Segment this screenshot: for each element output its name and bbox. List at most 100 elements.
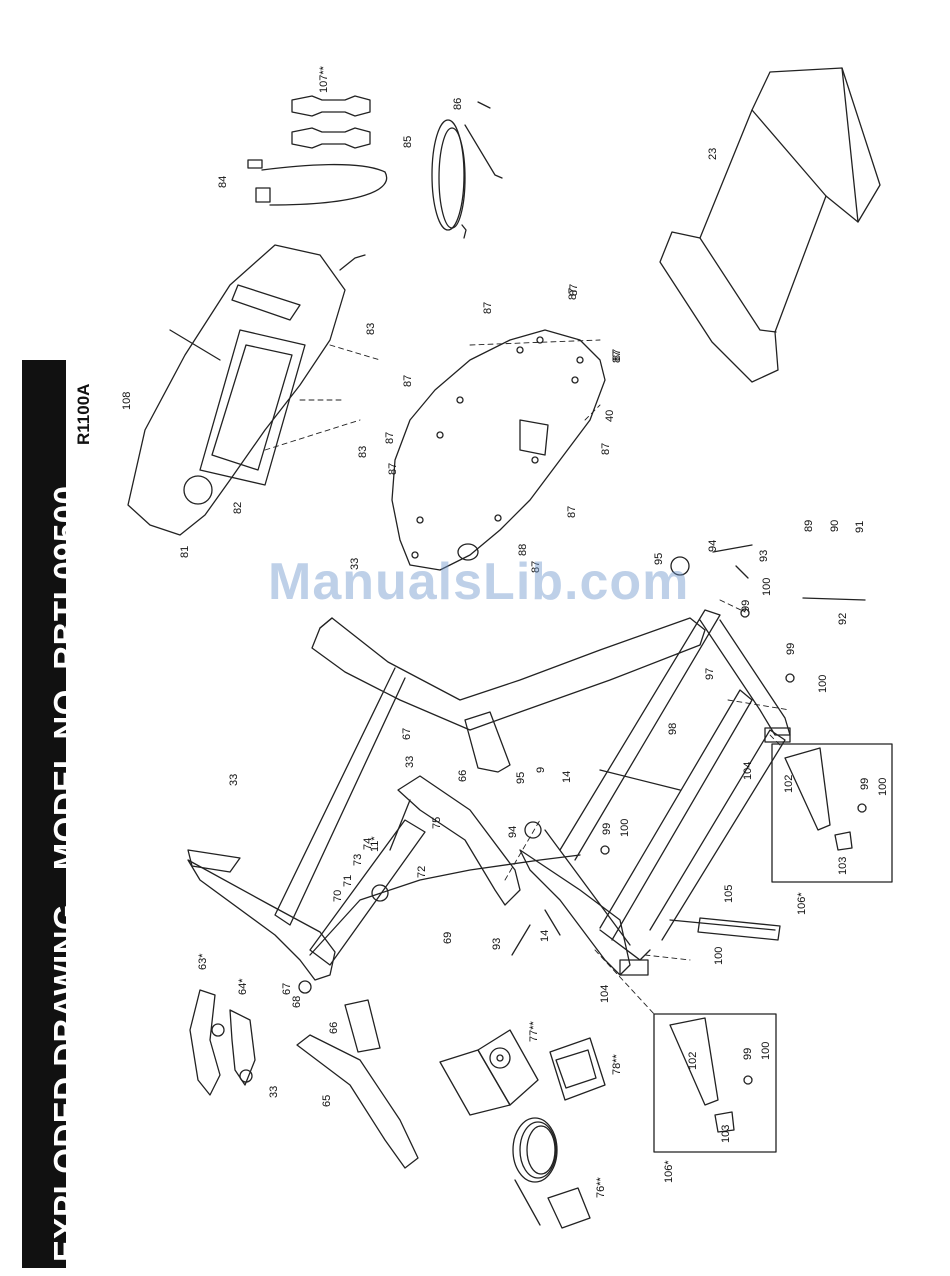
wire-harness-drawing [431, 101, 503, 239]
console-hood-drawing [659, 67, 881, 383]
part-label: 77** [528, 1020, 540, 1042]
pulse-grip-drawing [189, 989, 256, 1096]
part-label: 100 [817, 675, 829, 693]
part-label: 82 [232, 502, 244, 514]
part-label: 88 [517, 544, 529, 556]
leader-lines [264, 339, 791, 1016]
part-label: 99 [742, 1048, 754, 1060]
part-label: 93 [491, 938, 503, 950]
watermark: ManualsLib.com [268, 553, 690, 611]
part-label: 105 [723, 885, 735, 903]
part-label: 11* [369, 836, 381, 852]
part-label: 103 [720, 1125, 732, 1143]
part-label: 107** [318, 65, 330, 93]
part-label: 76** [595, 1176, 607, 1198]
part-label: 33 [268, 1086, 280, 1098]
part-label: 85 [402, 136, 414, 148]
part-label: 99 [859, 778, 871, 790]
part-label: 87 [530, 561, 542, 573]
crossbar-drawing [298, 799, 426, 994]
part-label: 66 [457, 770, 469, 782]
part-label: 67 [281, 983, 293, 995]
part-label: 75 [431, 817, 443, 829]
part-label: 87 [600, 443, 612, 455]
part-label: 93 [758, 550, 770, 562]
part-label: 63* [197, 953, 209, 970]
part-label: 87 [611, 351, 623, 363]
part-label: 99 [740, 600, 752, 612]
part-label: 92 [837, 613, 849, 625]
part-label: 9 [535, 767, 547, 773]
part-label: 33 [404, 756, 416, 768]
part-label: 87 [568, 284, 580, 296]
part-label: 97 [704, 668, 716, 680]
safety-key-drawing [247, 159, 388, 206]
hardware-drawing [511, 544, 867, 1085]
part-label: 103 [837, 857, 849, 875]
part-label: 89 [803, 520, 815, 532]
part-label: 99 [601, 823, 613, 835]
part-label: 65 [321, 1095, 333, 1107]
part-label: 102 [783, 775, 795, 793]
part-label: 100 [619, 819, 631, 837]
part-label: 106* [796, 892, 808, 915]
part-label: 108 [121, 392, 133, 410]
part-label: 14 [539, 930, 551, 942]
part-label: 68 [291, 996, 303, 1008]
part-label: 87 [566, 506, 578, 518]
inset-box-drawing [653, 743, 893, 1153]
part-label: 99 [785, 643, 797, 655]
part-label: 87 [611, 349, 623, 361]
part-label: 104 [599, 985, 611, 1003]
part-label: 98 [667, 723, 679, 735]
part-label: 94 [707, 540, 719, 552]
part-label: 100 [761, 578, 773, 596]
console-drawing [127, 244, 366, 536]
part-label: 33 [228, 774, 240, 786]
frame-drawing [187, 609, 791, 981]
part-label: 64* [237, 978, 249, 995]
part-label: 87 [567, 288, 579, 300]
part-label: 86 [452, 98, 464, 110]
part-label: 95 [515, 772, 527, 784]
part-label: 73 [352, 854, 364, 866]
part-label: 95 [653, 553, 665, 565]
part-label: 91 [854, 521, 866, 533]
part-label: 14 [561, 771, 573, 783]
part-label: 100 [713, 947, 725, 965]
part-label: 74 [362, 838, 374, 850]
part-label: 69 [442, 932, 454, 944]
part-label: 106* [663, 1160, 675, 1183]
part-label: 71 [342, 875, 354, 887]
title-bar [22, 360, 66, 1268]
part-label: 87 [402, 375, 414, 387]
console-base-drawing [391, 329, 606, 571]
part-label: 67 [401, 728, 413, 740]
manual-drawing [439, 1029, 606, 1116]
part-label: 81 [179, 546, 191, 558]
part-label: 87 [482, 302, 494, 314]
part-label: 78** [611, 1053, 623, 1075]
weights-drawing [291, 95, 371, 149]
part-label: 94 [507, 826, 519, 838]
part-label: 40 [604, 410, 616, 422]
part-label: 90 [829, 520, 841, 532]
part-label: 104 [742, 762, 754, 780]
part-label: 66 [328, 1022, 340, 1034]
part-label: 84 [217, 176, 229, 188]
part-label: 87 [387, 463, 399, 475]
part-label: 72 [416, 866, 428, 878]
part-label: 100 [877, 778, 889, 796]
part-label: 87 [384, 432, 396, 444]
gas-spring-drawing [669, 917, 781, 941]
part-label: 83 [365, 323, 377, 335]
part-label: 33 [349, 558, 361, 570]
coiled-cord-drawing [512, 1117, 591, 1229]
part-label: 23 [707, 148, 719, 160]
part-label: 83 [357, 446, 369, 458]
part-labels: 107** 86 85 23 84 108 83 83 81 82 87 87 … [121, 65, 889, 1198]
part-label: 100 [760, 1042, 772, 1060]
handrail-drawing [296, 711, 521, 1169]
part-label: 70 [332, 890, 344, 902]
